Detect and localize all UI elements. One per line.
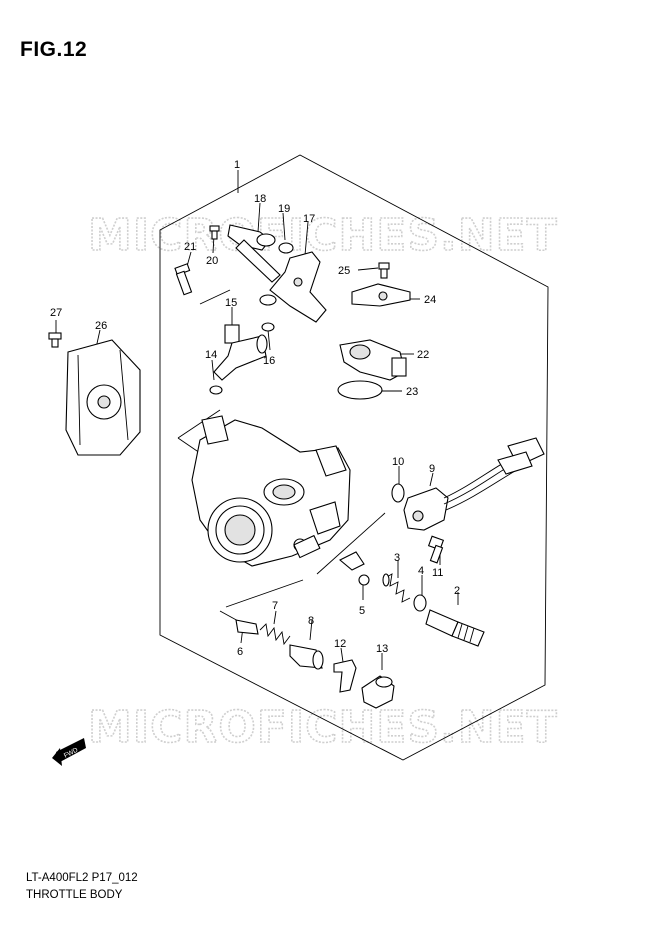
callout-26: 26 [95, 320, 107, 332]
part-26-sensor-cover [65, 339, 141, 456]
callout-4: 4 [418, 565, 424, 577]
assembly-boundary [159, 154, 549, 761]
part-21-bolt [174, 263, 193, 296]
callout-27: 27 [50, 307, 62, 319]
callout-21: 21 [184, 241, 196, 253]
part-22-sensor [339, 339, 407, 381]
callout-8: 8 [308, 615, 314, 627]
callout-24: 24 [424, 294, 436, 306]
part-19-o-ring [278, 242, 294, 254]
part-20-screw [209, 225, 220, 240]
part-18-fuel-delivery-pipe [227, 224, 281, 283]
watermark-top: MICROFICHES.NET [88, 210, 558, 261]
part-11-bolt [427, 535, 445, 564]
part-2-adjusting-screw [425, 609, 485, 647]
part-25-screw [378, 262, 390, 279]
callout-15: 15 [225, 297, 237, 309]
part-27-screw [48, 332, 62, 348]
callout-23: 23 [406, 386, 418, 398]
callout-10: 10 [392, 456, 404, 468]
model-code: LT-A400FL2 P17_012 [26, 872, 138, 884]
part-6-plunger [235, 619, 259, 635]
part-1-throttle-body [191, 415, 351, 567]
part-13-hose-elbow [361, 675, 395, 709]
part-4-washer [413, 594, 427, 612]
part-15-fuel-injector [213, 324, 268, 381]
callout-3: 3 [394, 552, 400, 564]
callout-11: 11 [432, 567, 443, 579]
callout-2: 2 [454, 585, 460, 597]
part-14-o-ring [209, 385, 223, 395]
watermark-bottom: MICROFICHES.NET [88, 702, 558, 753]
callout-25: 25 [338, 265, 350, 277]
figure-title: FIG.12 [20, 38, 88, 61]
callout-20: 20 [206, 255, 218, 267]
part-8-fitting [289, 644, 324, 670]
callout-5: 5 [359, 605, 365, 617]
callout-17: 17 [303, 213, 315, 225]
part-3-spring [382, 573, 411, 603]
part-7-spring [259, 623, 291, 646]
part-10-o-ring [391, 483, 405, 503]
callout-7: 7 [272, 600, 278, 612]
callout-22: 22 [417, 349, 429, 361]
part-17-injector-holder [259, 251, 327, 323]
callout-12: 12 [334, 638, 346, 650]
callout-16: 16 [263, 355, 275, 367]
callout-1: 1 [234, 159, 240, 171]
part-23-o-ring [337, 380, 383, 400]
section-name: THROTTLE BODY [26, 889, 123, 901]
part-24-bracket [351, 283, 411, 307]
callout-19: 19 [278, 203, 290, 215]
forward-direction-badge: FWD [52, 738, 86, 766]
part-5-seat [339, 551, 370, 586]
part-16-o-ring [261, 322, 275, 332]
part-9-throttle-position-sensor [403, 437, 545, 531]
callout-9: 9 [429, 463, 435, 475]
callout-14: 14 [205, 349, 217, 361]
callout-13: 13 [376, 643, 388, 655]
part-12-pipe [333, 659, 357, 693]
callout-6: 6 [237, 646, 243, 658]
callout-18: 18 [254, 193, 266, 205]
